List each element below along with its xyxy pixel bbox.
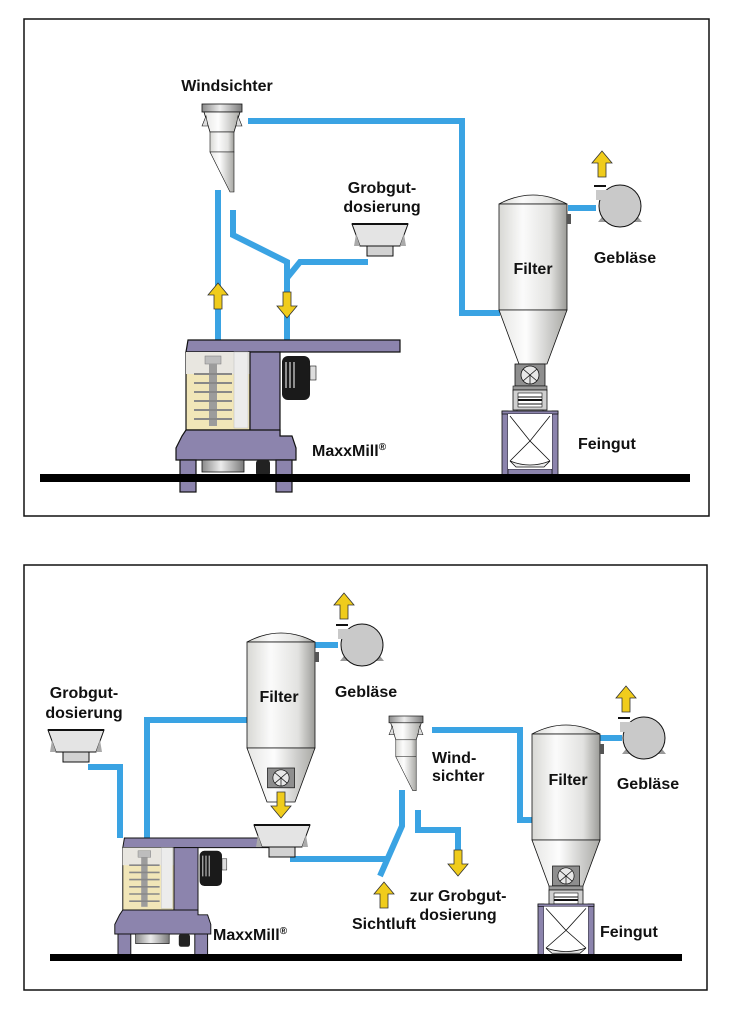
label-zur-grobgut-line2: dosierung	[419, 907, 496, 924]
label-grobgut-line2: dosierung	[343, 199, 420, 216]
pipe-mill-to-filter1	[144, 717, 250, 838]
label-feingut: Feingut	[600, 924, 658, 941]
label-maxxmill: MaxxMill®	[312, 442, 387, 460]
bigbag-station	[501, 410, 559, 476]
label-grobgut-line2: dosierung	[45, 705, 122, 722]
label-zur-grobgut-line1: zur Grobgut-	[410, 888, 507, 905]
ground-line	[50, 954, 682, 961]
label-windsichter-line1: Wind-	[432, 750, 476, 767]
pipe-windsichter-to-filter	[248, 118, 500, 316]
label-geblaese: Gebläse	[594, 250, 656, 267]
label-windsichter: Windsichter	[181, 78, 272, 95]
pipe-windsichter-reject	[415, 810, 461, 850]
pipe-grobgut-feed	[284, 259, 368, 280]
label-filter: Filter	[513, 261, 552, 278]
label-grobgut-line1: Grobgut-	[50, 685, 118, 702]
blower	[593, 184, 643, 228]
bigbag-station	[537, 903, 595, 961]
panel-frame	[23, 18, 710, 517]
rotary-valve	[552, 865, 580, 887]
label-feingut: Feingut	[578, 436, 636, 453]
label-windsichter-line2: sichter	[432, 768, 484, 785]
pipe-sichtluft-to-windsichter	[377, 790, 405, 878]
label-geblaese-2: Gebläse	[617, 776, 679, 793]
label-grobgut-line1: Grobgut-	[348, 180, 416, 197]
pipe-grobgut-to-mill	[88, 764, 123, 838]
panel-top: Windsichter Grobgut- dosierung MaxxMill®…	[23, 18, 710, 517]
blower-1	[335, 623, 385, 667]
rotary-valve	[514, 363, 546, 387]
blower-2	[617, 716, 667, 760]
label-maxxmill: MaxxMill®	[213, 926, 288, 944]
label-filter-2: Filter	[548, 772, 587, 789]
rotary-valve	[267, 767, 295, 789]
panel-bottom: Grobgut- dosierung MaxxMill® Filter Gebl…	[23, 564, 708, 991]
ground-line	[40, 474, 690, 482]
label-filter-1: Filter	[259, 689, 298, 706]
pipe-windsichter-to-filter2	[432, 727, 540, 823]
label-sichtluft: Sichtluft	[352, 916, 417, 933]
label-geblaese-1: Gebläse	[335, 684, 397, 701]
